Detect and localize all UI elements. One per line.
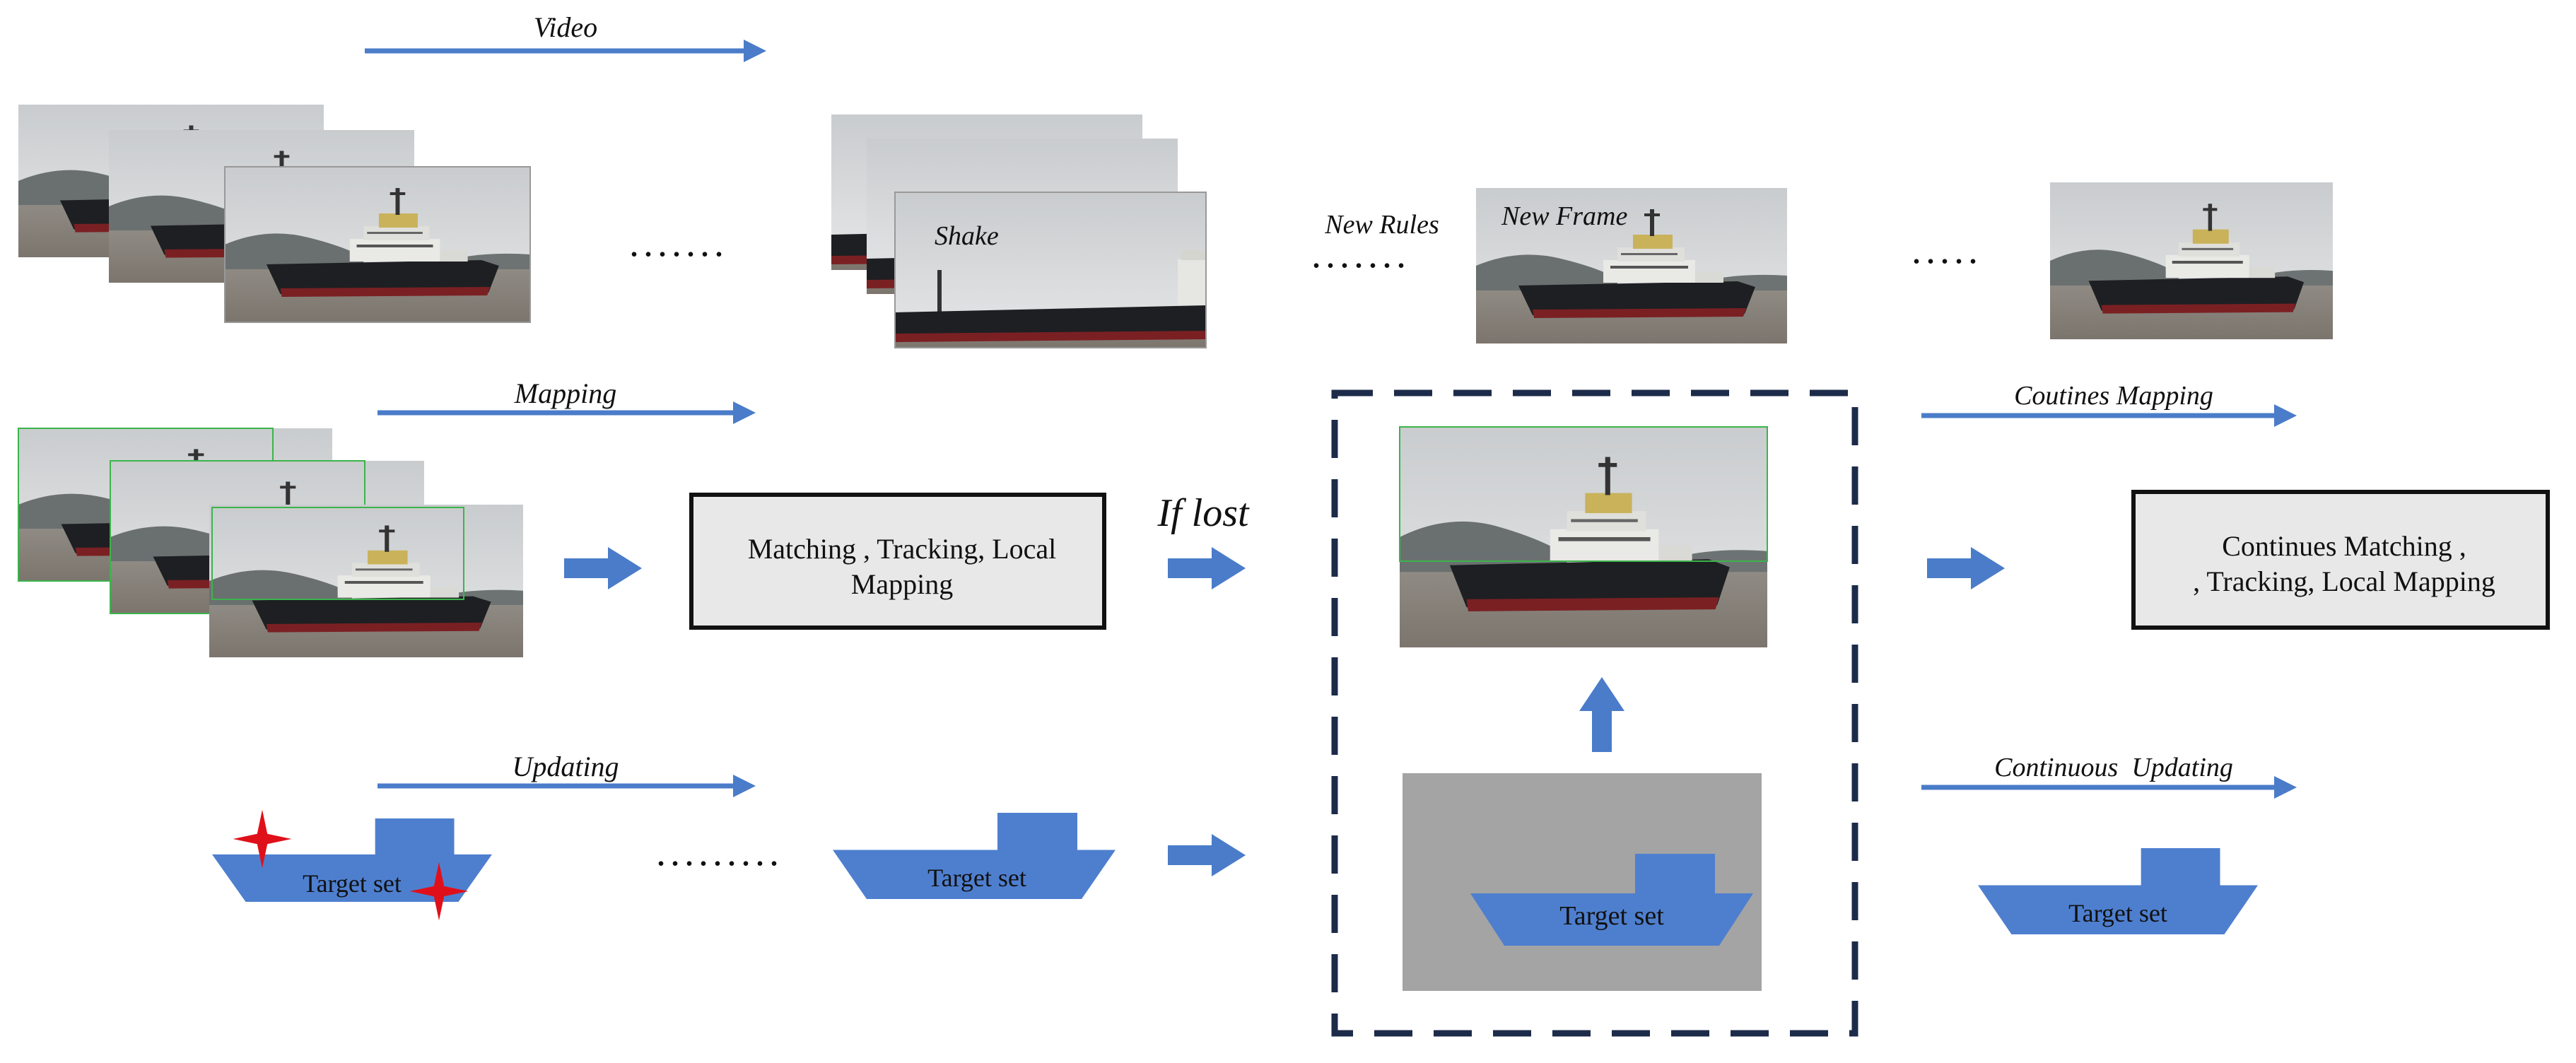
continues-box-line2: , Tracking, Local Mapping <box>2193 565 2495 597</box>
target-set-ship-2: Target set <box>833 813 1116 899</box>
arrow-to-matching <box>564 547 642 589</box>
shake-frame-stack <box>831 114 1207 348</box>
up-arrow <box>1579 677 1624 752</box>
target-set-recovery: Target set <box>1559 901 1664 931</box>
video-label: Video <box>534 11 597 43</box>
matching-box-line1: Matching , Tracking, Local <box>748 533 1057 565</box>
coutines-mapping-label: Coutines Mapping <box>2014 381 2213 411</box>
arrow-if-lost <box>1168 547 1246 589</box>
mapping-arrow <box>377 401 756 424</box>
video-frame-stack-1 <box>18 105 531 323</box>
recovery-dashed-panel <box>1331 389 1858 1037</box>
if-lost-label: If lost <box>1157 491 1250 535</box>
new-frame-label: New Frame <box>1501 201 1628 231</box>
ellipsis-2: ....... <box>1311 233 1410 276</box>
coutines-mapping-arrow <box>1921 404 2297 427</box>
target-set-ship-1: Target set <box>212 809 492 921</box>
continues-box-line1: Continues Matching , <box>2222 530 2466 562</box>
mapping-frame-stack <box>18 428 523 657</box>
ellipsis-4: ......... <box>656 830 783 874</box>
detected-ship-image <box>1399 426 1768 647</box>
ellipsis-1: ....... <box>629 221 728 265</box>
continues-matching-box: Continues Matching , , Tracking, Local M… <box>2131 490 2550 630</box>
matching-tracking-box: Matching , Tracking, Local Mapping <box>689 493 1106 630</box>
target-set-ship-3: Target set <box>1978 848 2258 934</box>
continuous-updating-arrow <box>1921 776 2297 799</box>
new-rules-label: New Rules <box>1324 210 1439 240</box>
target-set-2: Target set <box>927 864 1026 892</box>
shake-label: Shake <box>935 221 999 251</box>
target-set-1: Target set <box>303 869 402 898</box>
arrow-to-continues <box>1927 547 2005 589</box>
updating-arrow <box>377 775 756 797</box>
final-frame-image <box>2050 182 2333 339</box>
updating-label: Updating <box>512 751 619 782</box>
ellipsis-3: ..... <box>1911 228 1982 272</box>
arrow-to-recovery <box>1168 834 1246 876</box>
continuous-updating-label: Continuous Updating <box>1994 753 2233 782</box>
matching-box-line2: Mapping <box>851 568 953 600</box>
mapping-label: Mapping <box>514 377 616 409</box>
gray-target-panel: Target set <box>1403 773 1762 991</box>
target-set-3: Target set <box>2068 899 2167 927</box>
video-arrow <box>365 40 766 62</box>
